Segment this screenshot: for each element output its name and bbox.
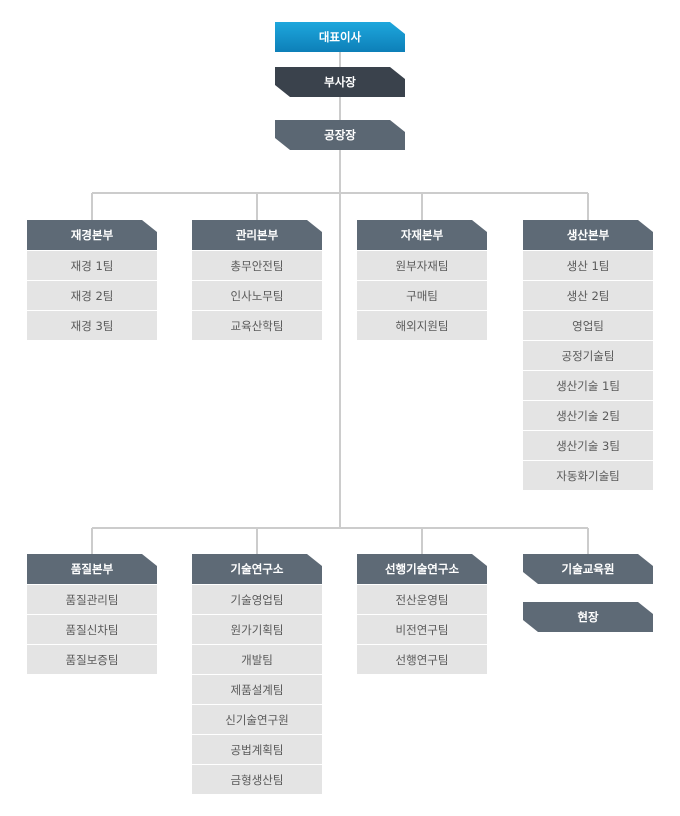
team-item[interactable]: 품질관리팀: [27, 585, 157, 615]
team-item[interactable]: 기술영업팀: [192, 585, 322, 615]
division-production-header[interactable]: 생산본부: [523, 220, 653, 250]
division-admin-teams: 총무안전팀 인사노무팀 교육산학팀: [192, 251, 322, 340]
division-materials-header[interactable]: 자재본부: [357, 220, 487, 250]
team-item[interactable]: 신기술연구원: [192, 705, 322, 735]
team-item[interactable]: 생산기술 1팀: [523, 371, 653, 401]
team-item[interactable]: 생산기술 2팀: [523, 401, 653, 431]
team-item[interactable]: 재경 3팀: [27, 311, 157, 340]
plant-manager-box[interactable]: 공장장: [275, 120, 405, 150]
team-item[interactable]: 총무안전팀: [192, 251, 322, 281]
division-finance-header[interactable]: 재경본부: [27, 220, 157, 250]
team-item[interactable]: 자동화기술팀: [523, 461, 653, 490]
division-training-header[interactable]: 기술교육원: [523, 554, 653, 584]
division-title: 생산본부: [566, 228, 610, 242]
team-item[interactable]: 재경 1팀: [27, 251, 157, 281]
division-quality-teams: 품질관리팀 품질신차팀 품질보증팀: [27, 585, 157, 674]
team-item[interactable]: 공정기술팀: [523, 341, 653, 371]
team-item[interactable]: 생산 1팀: [523, 251, 653, 281]
ceo-box[interactable]: 대표이사: [275, 22, 405, 52]
vp-label: 부사장: [324, 75, 356, 89]
ceo-label: 대표이사: [318, 30, 362, 44]
vp-box[interactable]: 부사장: [275, 67, 405, 97]
division-production-teams: 생산 1팀 생산 2팀 영업팀 공정기술팀 생산기술 1팀 생산기술 2팀 생산…: [523, 251, 653, 490]
division-rnd-header[interactable]: 기술연구소: [192, 554, 322, 584]
division-materials-teams: 원부자재팀 구매팀 해외지원팀: [357, 251, 487, 340]
plant-manager-label: 공장장: [324, 128, 356, 142]
division-title: 자재본부: [400, 228, 444, 242]
team-item[interactable]: 해외지원팀: [357, 311, 487, 340]
division-title: 관리본부: [235, 228, 279, 242]
team-item[interactable]: 영업팀: [523, 311, 653, 341]
team-item[interactable]: 재경 2팀: [27, 281, 157, 311]
team-item[interactable]: 생산 2팀: [523, 281, 653, 311]
team-item[interactable]: 구매팀: [357, 281, 487, 311]
team-item[interactable]: 교육산학팀: [192, 311, 322, 340]
division-title: 품질본부: [70, 562, 114, 576]
division-title: 선행기술연구소: [384, 562, 460, 576]
division-advanced-rnd-teams: 전산운영팀 비전연구팀 선행연구팀: [357, 585, 487, 674]
team-item[interactable]: 선행연구팀: [357, 645, 487, 674]
division-advanced-rnd-header[interactable]: 선행기술연구소: [357, 554, 487, 584]
team-item[interactable]: 금형생산팀: [192, 765, 322, 794]
division-quality-header[interactable]: 품질본부: [27, 554, 157, 584]
division-finance-teams: 재경 1팀 재경 2팀 재경 3팀: [27, 251, 157, 340]
division-title: 기술교육원: [561, 562, 615, 576]
team-item[interactable]: 비전연구팀: [357, 615, 487, 645]
team-item[interactable]: 제품설계팀: [192, 675, 322, 705]
team-item[interactable]: 품질신차팀: [27, 615, 157, 645]
field-box[interactable]: 현장: [523, 602, 653, 632]
team-item[interactable]: 공법계획팀: [192, 735, 322, 765]
team-item[interactable]: 품질보증팀: [27, 645, 157, 674]
field-label: 현장: [577, 610, 599, 624]
team-item[interactable]: 인사노무팀: [192, 281, 322, 311]
team-item[interactable]: 원부자재팀: [357, 251, 487, 281]
division-rnd-teams: 기술영업팀 원가기획팀 개발팀 제품설계팀 신기술연구원 공법계획팀 금형생산팀: [192, 585, 322, 794]
team-item[interactable]: 생산기술 3팀: [523, 431, 653, 461]
division-title: 재경본부: [70, 228, 114, 242]
team-item[interactable]: 전산운영팀: [357, 585, 487, 615]
team-item[interactable]: 원가기획팀: [192, 615, 322, 645]
team-item[interactable]: 개발팀: [192, 645, 322, 675]
division-admin-header[interactable]: 관리본부: [192, 220, 322, 250]
division-title: 기술연구소: [230, 562, 284, 576]
